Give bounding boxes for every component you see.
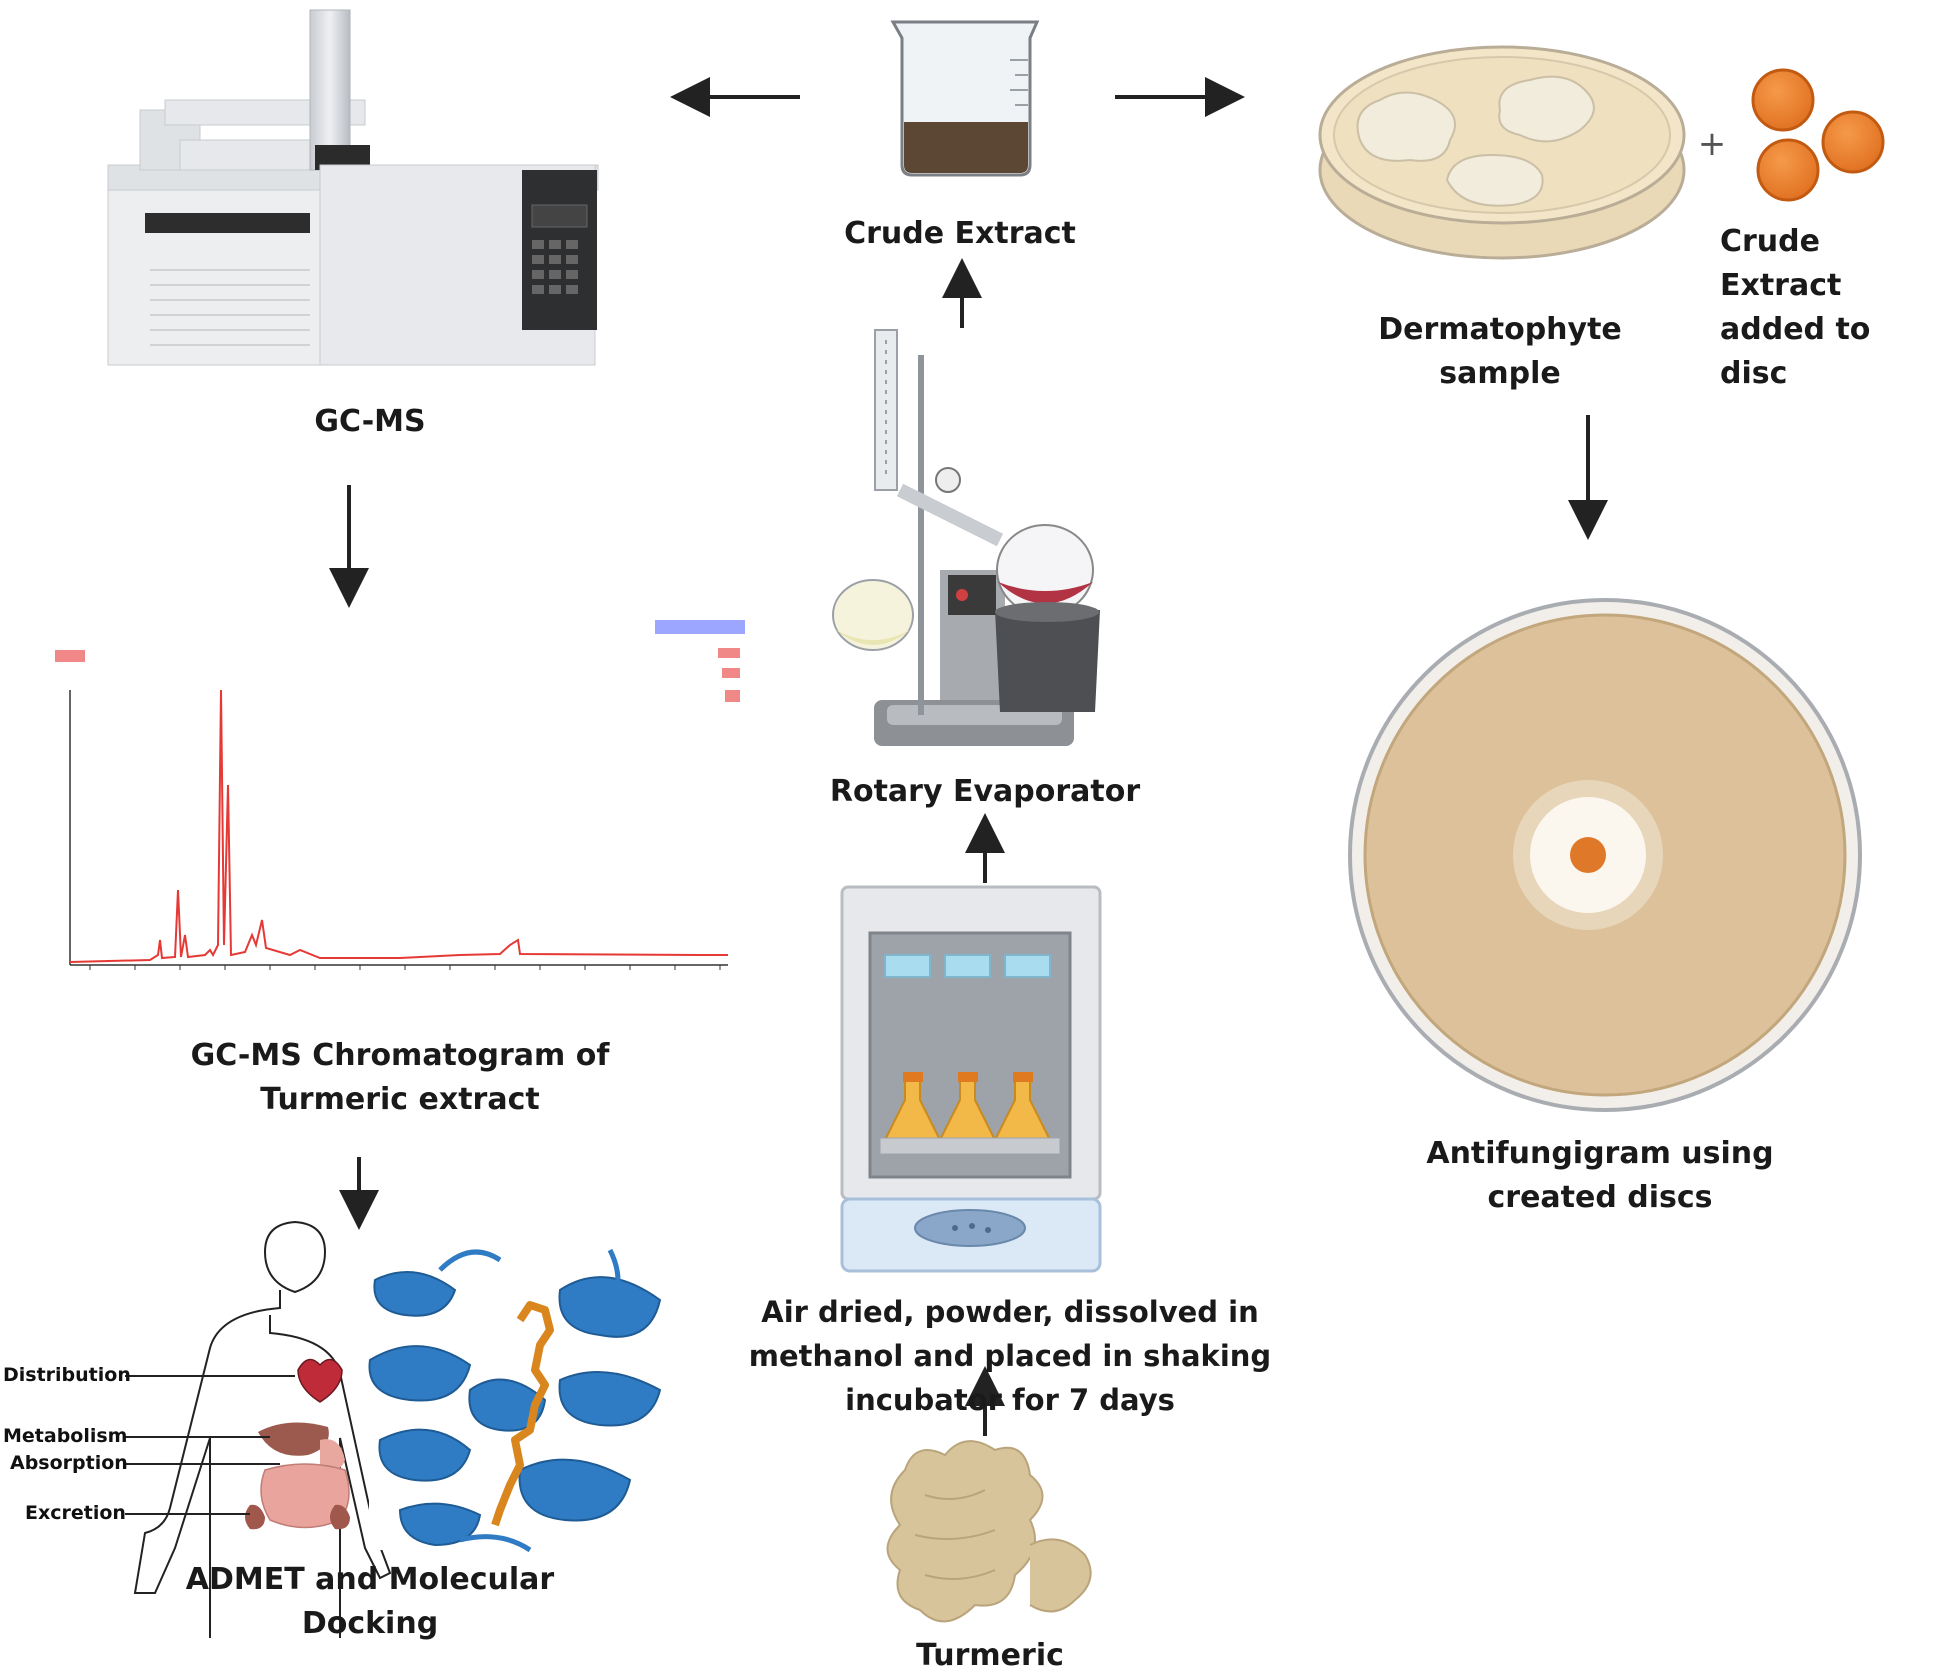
chromatogram-trace — [69, 689, 728, 963]
absorption-label: Absorption — [10, 1452, 128, 1474]
stomach-icon — [320, 1439, 345, 1472]
admet-label: ADMET and Molecular Docking — [185, 1562, 555, 1641]
arrows — [329, 77, 1608, 1436]
turmeric-label: Turmeric — [916, 1638, 1064, 1673]
crude-extract-label: Crude Extract — [844, 216, 1076, 251]
chromatogram-label: GC-MS Chromatogram of Turmeric extract — [190, 1038, 610, 1117]
rotary-evaporator-icon — [832, 329, 1100, 746]
antifungal-discs-icon — [1751, 68, 1885, 202]
metabolism-label: Metabolism — [3, 1425, 128, 1447]
gcms-label: GC-MS — [314, 404, 426, 439]
flasks-icon — [883, 1072, 1052, 1141]
plus-sign: + — [1698, 124, 1727, 164]
turmeric-icon — [886, 1440, 1092, 1623]
rotary-evaporator-label: Rotary Evaporator — [829, 774, 1141, 809]
gcms-instrument-icon — [107, 9, 599, 366]
admet-body-icon — [125, 1220, 392, 1638]
distribution-label: Distribution — [3, 1364, 131, 1386]
shaking-incubator-icon — [840, 885, 1102, 1273]
protein-docking-icon — [368, 1248, 679, 1553]
kidney-icon — [245, 1504, 350, 1530]
heart-icon — [297, 1358, 343, 1403]
ligand-icon — [491, 1301, 554, 1527]
excretion-label: Excretion — [25, 1502, 126, 1524]
dermatophyte-label: Dermatophyte sample — [1378, 312, 1622, 391]
liver-icon — [258, 1422, 329, 1456]
incubation-label: Air dried, powder, dissolved in methanol… — [748, 1295, 1272, 1417]
antifungigram-plate-icon — [1348, 598, 1862, 1112]
antifungigram-label: Antifungigram using created discs — [1426, 1136, 1774, 1215]
crude-disc-label: Crude Extract added to disc — [1720, 224, 1871, 391]
petri-dish-icon — [1318, 45, 1686, 260]
chromatogram-plot — [55, 620, 745, 970]
beaker-icon — [890, 20, 1040, 177]
